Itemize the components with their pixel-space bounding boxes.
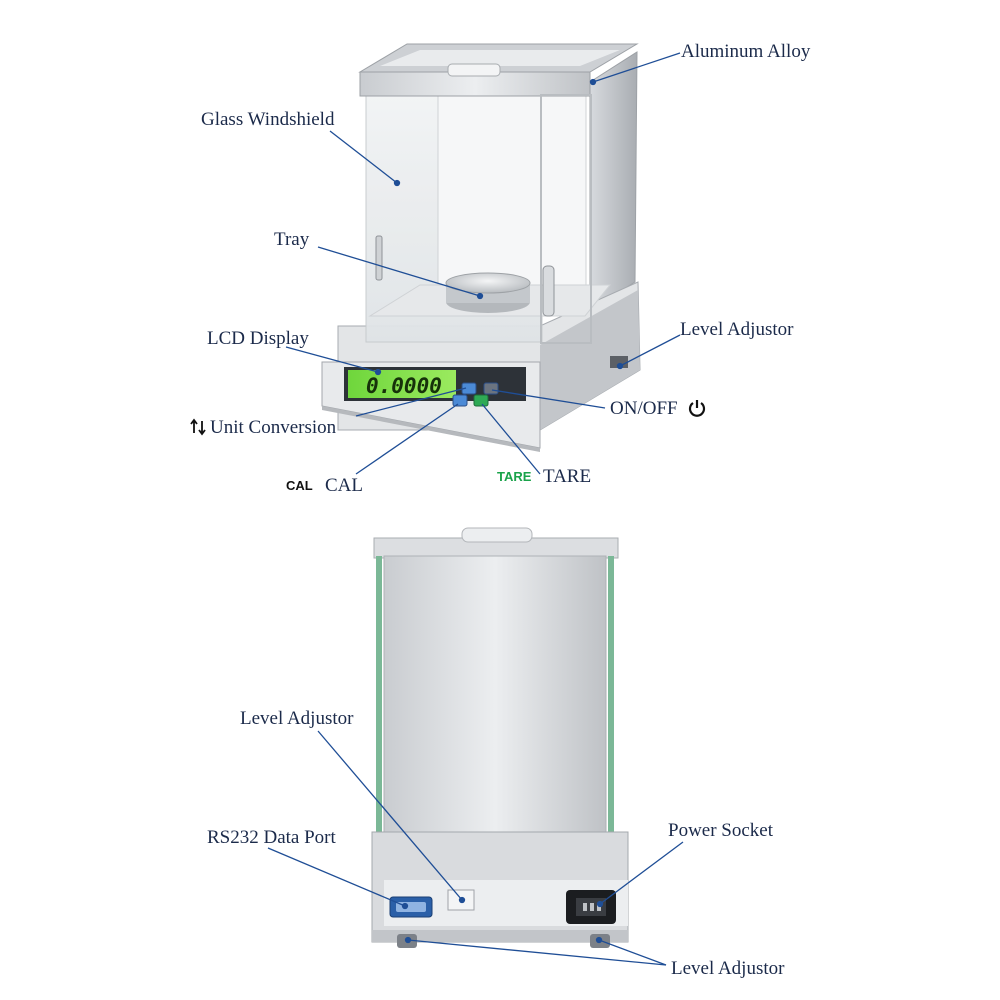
label-rs232-data-port: RS232 Data Port [207, 827, 336, 848]
leader-lines [267, 52, 684, 966]
lcd-reading: 0.0000 [366, 374, 442, 398]
power-icon [687, 398, 707, 422]
tare-button[interactable] [473, 394, 489, 407]
label-level-adjustor-front: Level Adjustor [680, 319, 794, 340]
back-scale [371, 527, 629, 948]
label-tray: Tray [274, 229, 310, 250]
unit-conversion-icon [188, 418, 208, 440]
power-button[interactable] [483, 382, 499, 395]
label-on-off: ON/OFF [610, 398, 678, 419]
label-unit-conversion: Unit Conversion [210, 417, 337, 438]
label-glass-windshield: Glass Windshield [201, 109, 335, 130]
label-power-socket: Power Socket [668, 820, 774, 841]
label-level-adjustor-back-bottom: Level Adjustor [671, 958, 785, 979]
rs232-port-icon [389, 896, 433, 918]
tare-icon-text: TARE [497, 469, 532, 484]
lcd-screen [348, 370, 456, 398]
cal-icon-text: CAL [286, 478, 313, 493]
label-tare: TARE [543, 466, 592, 487]
cal-button[interactable] [452, 394, 468, 407]
label-aluminum-alloy: Aluminum Alloy [681, 41, 811, 62]
label-level-adjustor-back-top: Level Adjustor [240, 708, 354, 729]
label-cal: CAL [325, 475, 363, 496]
power-socket-icon [566, 890, 616, 924]
front-scale: 0.0000 [321, 43, 641, 452]
label-lcd-display: LCD Display [207, 328, 309, 349]
